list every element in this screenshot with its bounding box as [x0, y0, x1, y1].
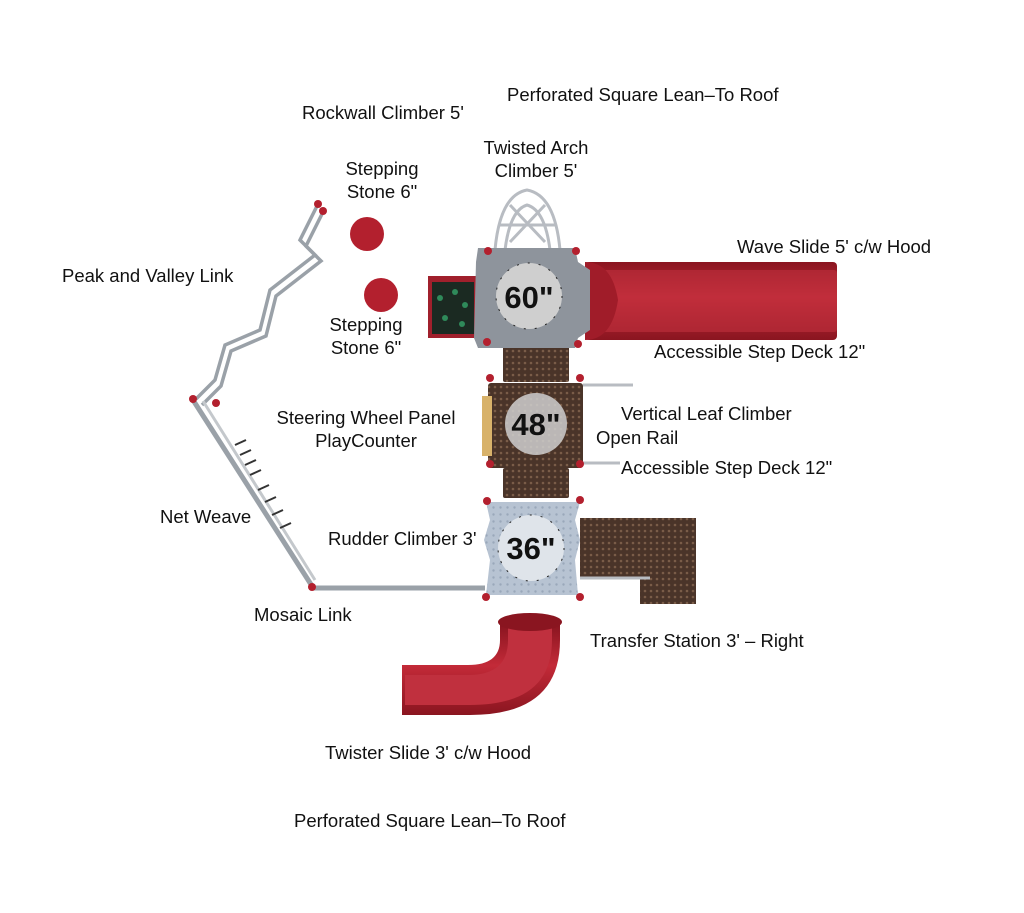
label-twister-slide: Twister Slide 3' c/w Hood	[325, 742, 532, 763]
label-stepping-stone-bottom: Stepping Stone 6"	[314, 313, 418, 359]
label-open-rail: Open Rail	[596, 427, 679, 448]
twisted-arch-climber	[493, 188, 562, 251]
label-steering-wheel-line2: PlayCounter	[315, 430, 417, 451]
label-twisted-arch-line1: Twisted Arch	[483, 137, 589, 158]
stepping-stone-2	[364, 278, 398, 312]
label-vertical-leaf-climber: Vertical Leaf Climber	[621, 403, 792, 424]
label-steering-wheel: Steering Wheel Panel PlayCounter	[272, 406, 460, 452]
deck-36-group	[484, 502, 580, 595]
label-rudder-climber: Rudder Climber 3'	[328, 528, 477, 549]
wave-slide	[585, 262, 837, 340]
deck-36-label: 36"	[506, 531, 555, 566]
label-net-weave: Net Weave	[160, 506, 252, 527]
label-stepping-stone-top-line1: Stepping	[345, 158, 419, 179]
step-deck-bottom	[503, 468, 569, 498]
label-roof-bottom: Perforated Square Lean–To Roof	[294, 810, 566, 831]
label-mosaic-link: Mosaic Link	[254, 604, 352, 625]
twister-slide	[402, 613, 562, 715]
deck-60-group	[474, 248, 590, 348]
deck-60-label: 60"	[504, 280, 553, 315]
label-twisted-arch: Twisted Arch Climber 5'	[470, 136, 602, 182]
transfer-station	[580, 518, 696, 604]
label-accessible-step-deck-bottom: Accessible Step Deck 12"	[621, 457, 833, 478]
deck-48-group	[482, 383, 633, 468]
label-wave-slide: Wave Slide 5' c/w Hood	[737, 236, 932, 257]
label-steering-wheel-line1: Steering Wheel Panel	[276, 407, 456, 428]
label-accessible-step-deck-top: Accessible Step Deck 12"	[654, 341, 866, 362]
posts	[189, 200, 584, 601]
label-peak-valley-link: Peak and Valley Link	[62, 265, 234, 286]
label-stepping-stone-bottom-line2: Stone 6"	[330, 337, 402, 358]
label-transfer-station: Transfer Station 3' – Right	[590, 630, 804, 651]
label-twisted-arch-line2: Climber 5'	[494, 160, 578, 181]
rockwall-climber	[428, 276, 476, 338]
label-stepping-stone-top: Stepping Stone 6"	[330, 157, 434, 203]
peak-valley-link	[194, 203, 326, 407]
step-deck-top	[503, 342, 569, 382]
label-stepping-stone-top-line2: Stone 6"	[346, 181, 418, 202]
label-rockwall-climber: Rockwall Climber 5'	[302, 102, 464, 123]
label-stepping-stone-bottom-line1: Stepping	[329, 314, 403, 335]
label-roof-top: Perforated Square Lean–To Roof	[507, 84, 779, 105]
deck-48-label: 48"	[511, 407, 560, 442]
stepping-stone-1	[350, 217, 384, 251]
net-weave	[190, 398, 317, 588]
